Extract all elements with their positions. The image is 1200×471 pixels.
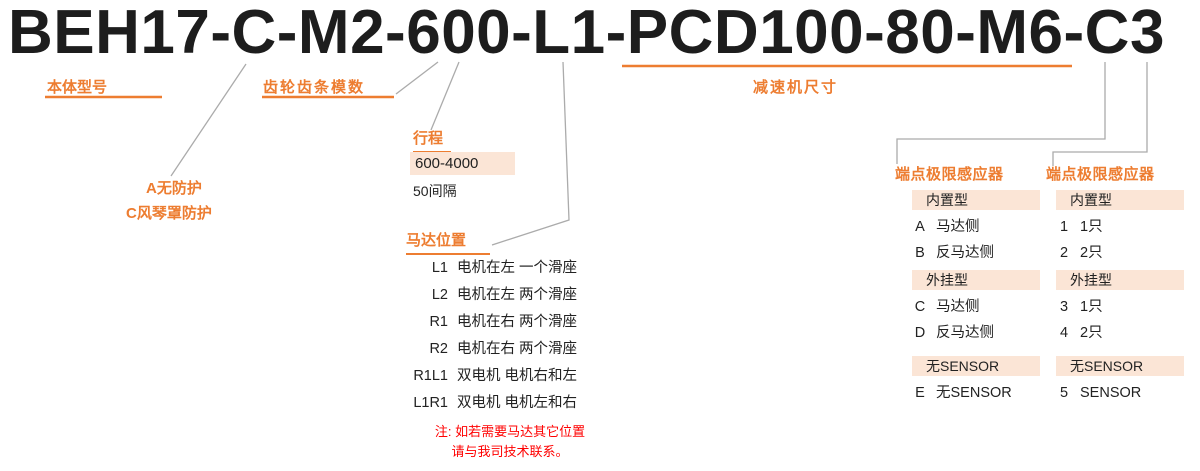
- sensor-code: B: [915, 245, 925, 261]
- motor-row: R1 电机在右 两个滑座: [400, 309, 630, 336]
- stroke-range-box: 600-4000: [410, 152, 515, 175]
- motor-desc: 双电机 电机左和右: [457, 395, 578, 411]
- motor-desc: 电机在右 两个滑座: [457, 341, 578, 357]
- motor-code: R1L1: [413, 368, 448, 384]
- sensor-code: A: [915, 219, 925, 235]
- sensor-right-none-label: 无SENSOR: [1056, 356, 1184, 376]
- motor-desc: 电机在左 一个滑座: [457, 260, 578, 276]
- connector-protection: [170, 63, 247, 177]
- connector-sensor-right: [1052, 62, 1148, 166]
- sensor-right-external-label: 外挂型: [1056, 270, 1184, 290]
- sensor-code: C: [914, 299, 926, 315]
- sensor-desc: 反马达侧: [936, 325, 994, 341]
- stroke-block: 行程: [413, 127, 452, 153]
- motor-row: L1R1 双电机 电机左和右: [400, 390, 630, 417]
- sensor-desc: 无SENSOR: [936, 385, 1012, 401]
- sensor-code: 3: [1059, 299, 1069, 315]
- sensor-code: D: [914, 325, 926, 341]
- sensor-row: 4 2只: [1046, 320, 1198, 346]
- sensor-left-builtin-label: 内置型: [912, 190, 1040, 210]
- sensor-code: 2: [1059, 245, 1069, 261]
- sensor-left-external-label: 外挂型: [912, 270, 1040, 290]
- motor-note: 注: 如若需要马达其它位置 请与我司技术联系。: [398, 422, 622, 461]
- motor-desc: 电机在左 两个滑座: [457, 287, 578, 303]
- sensor-desc: 1只: [1080, 219, 1103, 235]
- stroke-heading: 行程: [413, 127, 452, 153]
- reducer-size-label: 减速机尺寸: [753, 79, 839, 96]
- sensor-left-none-label: 无SENSOR: [912, 356, 1040, 376]
- motor-code: L2: [431, 287, 448, 303]
- protection-option-c: C风琴罩防护: [126, 205, 212, 222]
- sensor-row: B 反马达侧: [895, 240, 1047, 266]
- sensor-block-right: 端点极限感应器 内置型 1 1只 2 2只 外挂型 3 1只 4 2只 无SEN…: [1046, 165, 1198, 406]
- motor-code: L1R1: [413, 395, 448, 411]
- motor-row: R2 电机在右 两个滑座: [400, 336, 630, 363]
- motor-note-line1: 注: 如若需要马达其它位置: [434, 424, 586, 439]
- motor-desc: 电机在右 两个滑座: [457, 314, 578, 330]
- connector-sensor-left: [896, 62, 1106, 164]
- sensor-code: 5: [1059, 385, 1069, 401]
- motor-row: R1L1 双电机 电机右和左: [400, 363, 630, 390]
- motor-position-heading: 马达位置: [406, 229, 491, 255]
- sensor-desc: 马达侧: [936, 219, 980, 235]
- motor-row: L1 电机在左 一个滑座: [400, 255, 630, 282]
- sensor-left-heading: 端点极限感应器: [895, 166, 1004, 183]
- sensor-desc: 2只: [1080, 325, 1103, 341]
- sensor-right-builtin-label: 内置型: [1056, 190, 1184, 210]
- sensor-code: 1: [1059, 219, 1069, 235]
- motor-code: R1: [429, 314, 448, 330]
- motor-position-table: L1 电机在左 一个滑座 L2 电机在左 两个滑座 R1 电机在右 两个滑座 R…: [400, 255, 630, 417]
- body-model-label: 本体型号: [47, 79, 108, 96]
- sensor-row: C 马达侧: [895, 294, 1047, 320]
- sensor-row: 2 2只: [1046, 240, 1198, 266]
- sensor-code: E: [915, 385, 925, 401]
- sensor-block-left: 端点极限感应器 内置型 A 马达侧 B 反马达侧 外挂型 C 马达侧 D 反马达…: [895, 165, 1047, 406]
- sensor-row: 3 1只: [1046, 294, 1198, 320]
- sensor-code: 4: [1059, 325, 1069, 341]
- sensor-row: A 马达侧: [895, 214, 1047, 240]
- motor-row: L2 电机在左 两个滑座: [400, 282, 630, 309]
- sensor-row: 1 1只: [1046, 214, 1198, 240]
- model-number-title: BEH17-C-M2-600-L1-PCD100-80-M6-C3: [8, 0, 1165, 67]
- sensor-desc: 2只: [1080, 245, 1103, 261]
- sensor-desc: 马达侧: [936, 299, 980, 315]
- stroke-interval: 50间隔: [413, 183, 457, 199]
- sensor-desc: SENSOR: [1080, 385, 1142, 401]
- sensor-row: D 反马达侧: [895, 320, 1047, 346]
- sensor-desc: 1只: [1080, 299, 1103, 315]
- sensor-desc: 反马达侧: [936, 245, 994, 261]
- motor-code: L1: [431, 260, 448, 276]
- sensor-row: 5 SENSOR: [1046, 380, 1198, 406]
- motor-code: R2: [429, 341, 448, 357]
- motor-note-line2: 请与我司技术联系。: [451, 443, 569, 459]
- connector-stroke: [430, 61, 460, 131]
- motor-position-block: 马达位置: [406, 229, 491, 255]
- motor-desc: 双电机 电机右和左: [457, 368, 578, 384]
- sensor-right-heading: 端点极限感应器: [1046, 166, 1155, 183]
- protection-option-a: A无防护: [146, 180, 202, 197]
- sensor-row: E 无SENSOR: [895, 380, 1047, 406]
- gear-module-label: 齿轮齿条模数: [263, 79, 366, 96]
